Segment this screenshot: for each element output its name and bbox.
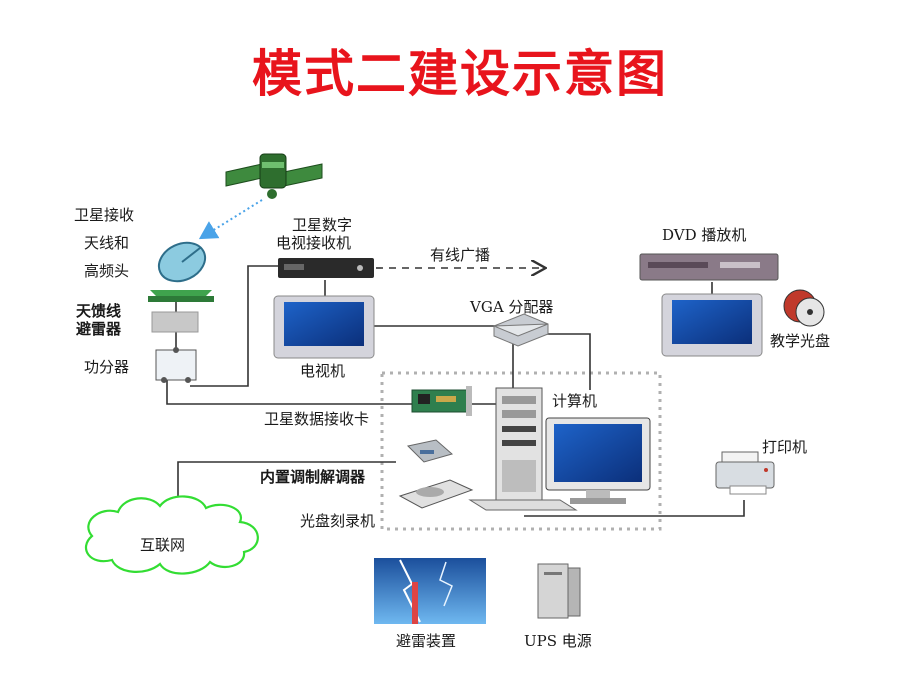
vga-splitter-icon — [493, 313, 549, 347]
satellite-icon — [225, 153, 323, 199]
label-cable-broadcast: 有线广播 — [430, 246, 491, 264]
cd-burner-icon — [398, 479, 474, 509]
pci-card-icon — [411, 386, 472, 416]
label-teaching-disc: 教学光盘 — [770, 332, 831, 350]
label-sat-receive-3: 高频头 — [84, 262, 130, 280]
label-antenna-arrester-2: 避雷器 — [76, 320, 122, 338]
label-splitter: 功分器 — [84, 358, 130, 376]
dvd-icon — [639, 253, 779, 281]
label-internal-modem: 内置调制解调器 — [260, 468, 366, 486]
label-dvd-player: DVD 播放机 — [662, 226, 747, 244]
label-lightning-device: 避雷装置 — [396, 632, 457, 650]
label-tv: 电视机 — [300, 362, 346, 380]
label-antenna-arrester-1: 天馈线 — [76, 302, 122, 320]
satellite-signal — [198, 199, 263, 240]
monitor-icon — [468, 417, 651, 511]
label-digital-receiver-1: 卫星数字 — [292, 216, 353, 234]
label-computer: 计算机 — [552, 392, 598, 410]
label-digital-receiver-2: 电视接收机 — [276, 234, 352, 252]
label-sat-receive-2: 天线和 — [84, 234, 130, 252]
tv-icon — [273, 295, 375, 359]
label-vga-splitter: VGA 分配器 — [470, 298, 554, 316]
ups-icon — [537, 563, 581, 619]
modem-icon — [406, 439, 454, 463]
receiver-icon — [278, 258, 374, 278]
computer-area-frame — [380, 371, 662, 531]
dvd-tv-icon — [661, 293, 763, 357]
label-sat-data-card: 卫星数据接收卡 — [264, 410, 370, 428]
printer-icon — [715, 451, 775, 495]
disc-icon — [783, 289, 825, 327]
label-sat-receive-1: 卫星接收 — [74, 206, 135, 224]
cloud-icon — [85, 495, 259, 575]
label-cd-burner: 光盘刻录机 — [300, 512, 376, 530]
pc-tower-icon — [495, 387, 543, 501]
label-internet: 互联网 — [140, 536, 186, 554]
page-title: 模式二建设示意图 — [252, 44, 668, 103]
splitter-icon — [155, 347, 197, 383]
label-ups: UPS 电源 — [524, 632, 592, 650]
arrester-icon — [151, 311, 199, 333]
dish-antenna-icon — [148, 241, 214, 302]
lightning-icon — [374, 558, 486, 624]
label-printer: 打印机 — [762, 438, 808, 456]
